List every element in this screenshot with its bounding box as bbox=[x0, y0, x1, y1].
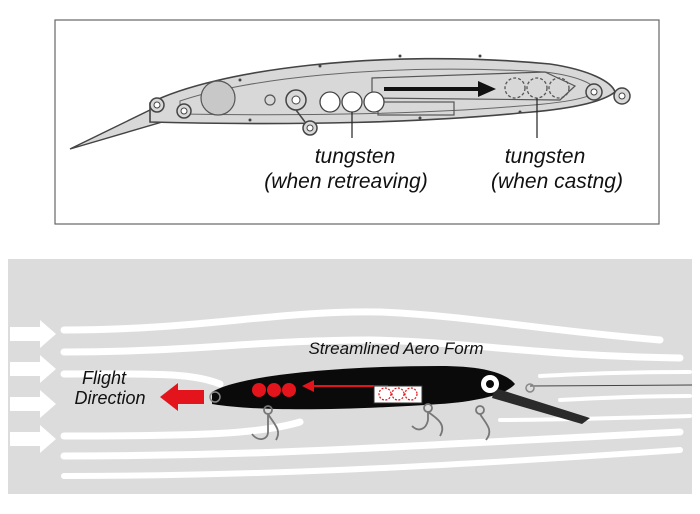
tungsten-balls-retrieving bbox=[319, 91, 385, 113]
lure-cross-section bbox=[69, 54, 631, 150]
tungsten-balls-red bbox=[252, 383, 296, 397]
tungsten-balls-outline bbox=[373, 385, 423, 404]
flight-direction-line1: Flight bbox=[82, 368, 127, 388]
bottom-panel: Streamlined Aero Form Flight Direction bbox=[8, 259, 693, 494]
fishing-line bbox=[529, 384, 693, 387]
airflow-arrows bbox=[10, 320, 56, 453]
treble-hooks bbox=[251, 403, 491, 441]
streamlines bbox=[60, 308, 692, 479]
label-right-line1: tungsten bbox=[505, 145, 586, 168]
top-panel: tungsten (when retreaving) tungsten (whe… bbox=[54, 19, 660, 225]
label-left-line1: tungsten bbox=[315, 145, 396, 168]
flight-direction-arrow bbox=[160, 383, 204, 411]
weight-transfer-arrow bbox=[384, 81, 496, 97]
label-left-line2: (when retreaving) bbox=[264, 170, 427, 193]
flight-direction-line2: Direction bbox=[74, 388, 145, 408]
aero-form-title: Streamlined Aero Form bbox=[308, 339, 483, 358]
lure-silhouette bbox=[209, 366, 590, 424]
label-right-line2: (when castng) bbox=[491, 170, 623, 193]
